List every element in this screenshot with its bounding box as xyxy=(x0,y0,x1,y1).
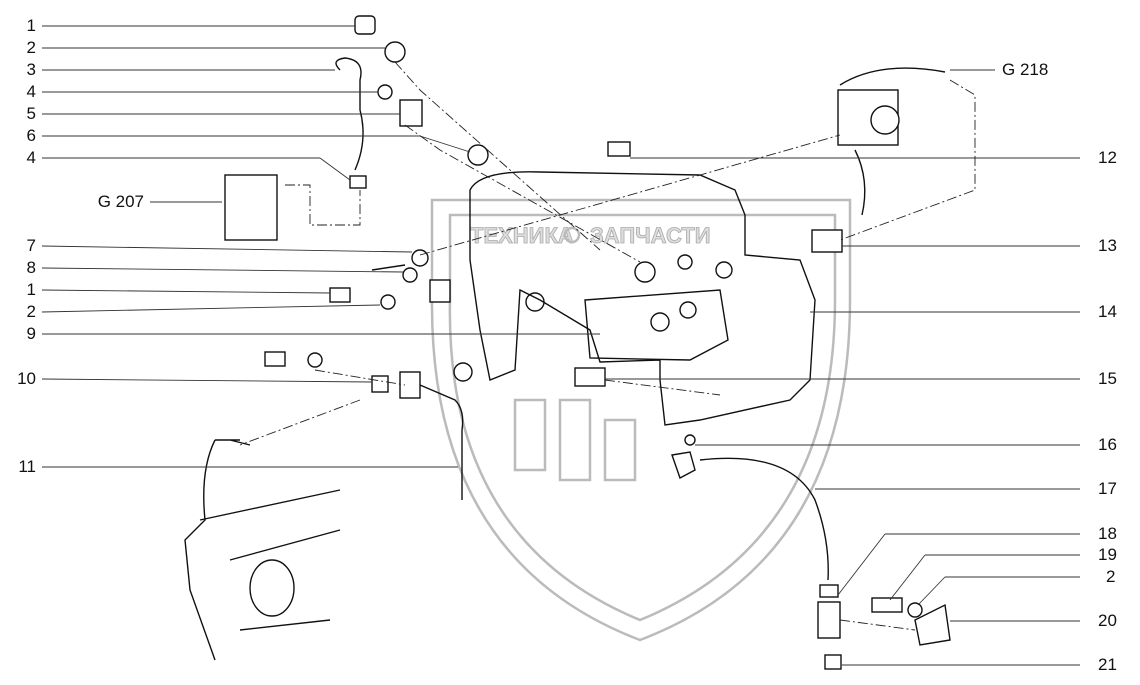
callout-15: 15 xyxy=(1098,369,1117,388)
callout-5: 5 xyxy=(26,104,36,123)
oil-tank xyxy=(469,171,816,426)
callout-1b: 1 xyxy=(26,280,36,299)
callout-2b: 2 xyxy=(26,302,36,321)
leader-lines xyxy=(41,25,1080,666)
callout-8: 8 xyxy=(26,258,36,277)
callout-g218: G 218 xyxy=(1002,60,1049,79)
watermark-logo: ТЕХНИКА ЗАПЧАСТИ xyxy=(430,198,852,642)
callout-4b: 4 xyxy=(26,148,36,167)
callout-13: 13 xyxy=(1098,236,1117,255)
callout-9: 9 xyxy=(26,324,36,343)
svg-text:ЗАПЧАСТИ: ЗАПЧАСТИ xyxy=(590,223,711,248)
callout-7: 7 xyxy=(26,236,36,255)
callout-11: 11 xyxy=(18,457,36,476)
callout-4: 4 xyxy=(26,82,36,101)
svg-text:ТЕХНИКА: ТЕХНИКА xyxy=(470,223,574,248)
assembly-dash-lines xyxy=(239,61,976,631)
parts xyxy=(184,15,951,670)
callout-1: 1 xyxy=(26,16,36,35)
callout-g207: G 207 xyxy=(97,192,144,211)
callout-14: 14 xyxy=(1098,302,1117,321)
callout-20: 20 xyxy=(1098,611,1117,630)
callout-10: 10 xyxy=(17,369,36,388)
callout-12: 12 xyxy=(1098,148,1117,167)
callout-17: 17 xyxy=(1098,479,1117,498)
callout-16: 16 xyxy=(1098,435,1117,454)
callout-6: 6 xyxy=(26,126,36,145)
callout-3: 3 xyxy=(26,60,36,79)
callout-2c: 2 xyxy=(1106,567,1116,586)
callout-2: 2 xyxy=(26,38,36,57)
callout-18: 18 xyxy=(1098,524,1117,543)
callout-21: 21 xyxy=(1098,655,1117,674)
callout-19: 19 xyxy=(1098,545,1117,564)
